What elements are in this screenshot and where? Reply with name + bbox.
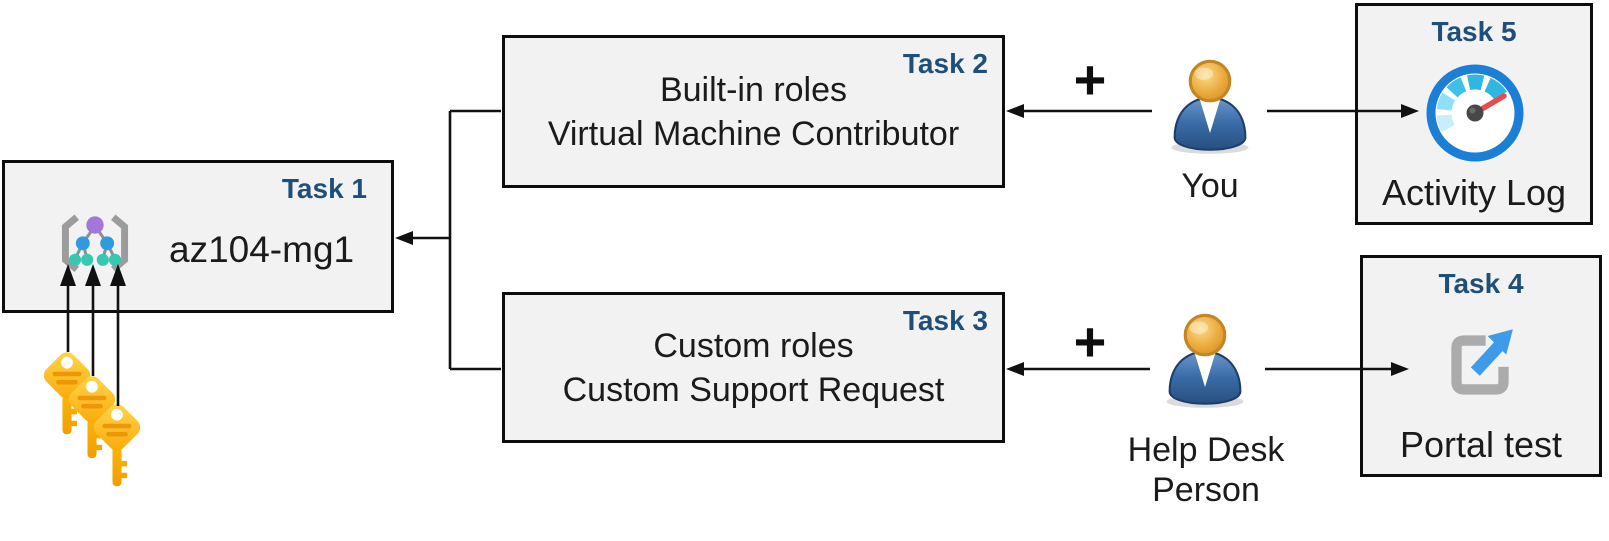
access-key-icon-3 (88, 400, 146, 491)
help-desk-label: Help Desk Person (1086, 430, 1326, 510)
arrowhead-task1 (395, 231, 413, 245)
task4-title: Task 4 (1438, 268, 1524, 299)
task3-box: Task 3 Custom roles Custom Support Reque… (502, 292, 1005, 443)
task4-box: Task 4 Portal test (1360, 255, 1602, 477)
management-group-name: az104-mg1 (169, 229, 355, 270)
task1-box: Task 1 az104-mg1 (2, 160, 394, 313)
task5-title: Task 5 (1431, 16, 1517, 47)
plus-operator-bottom: + (1073, 310, 1107, 373)
management-group-icon (61, 214, 129, 273)
task3-title: Task 3 (902, 305, 988, 336)
task3-content: Custom roles Custom Support Request (505, 295, 1002, 440)
arrowhead-task2 (1006, 104, 1024, 118)
you-label: You (1181, 167, 1239, 205)
portal-external-link-icon (1451, 329, 1513, 395)
task4-label: Portal test (1399, 424, 1563, 465)
task5-box: Task 5 Activity Log (1355, 3, 1593, 225)
activity-log-gauge-icon (1426, 64, 1524, 162)
help-desk-label-line1: Help Desk (1127, 431, 1285, 469)
task2-box: Task 2 Built-in roles Virtual Machine Co… (502, 35, 1005, 188)
you-person-icon (1158, 54, 1262, 158)
task5-label: Activity Log (1381, 172, 1567, 213)
help-desk-label-line2: Person (1152, 471, 1260, 509)
arrowhead-task3 (1006, 362, 1024, 376)
help-desk-person-icon (1153, 308, 1257, 412)
task1-title: Task 1 (281, 173, 367, 204)
plus-operator-top: + (1073, 48, 1107, 111)
task2-title: Task 2 (902, 48, 988, 79)
task3-line1: Custom roles (653, 326, 854, 365)
task3-line2: Custom Support Request (562, 370, 945, 409)
task2-line2: Virtual Machine Contributor (547, 114, 960, 153)
task2-line1: Built-in roles (659, 70, 848, 109)
task2-content: Built-in roles Virtual Machine Contribut… (505, 38, 1002, 185)
